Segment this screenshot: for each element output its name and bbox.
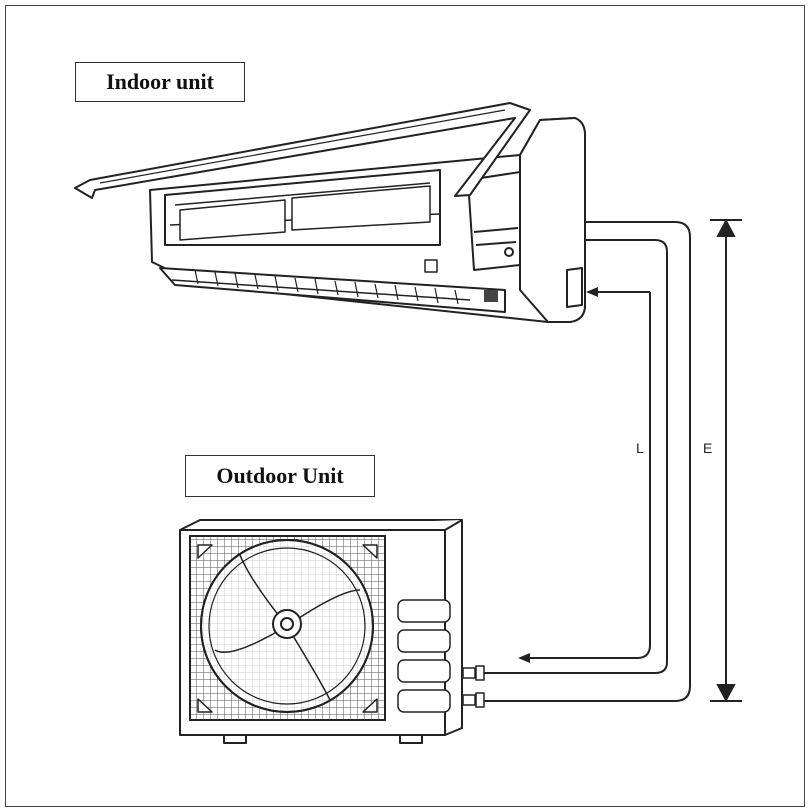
outdoor-unit	[179, 519, 485, 744]
dimension-e-label: E	[703, 440, 712, 456]
outdoor-unit-label: Outdoor Unit	[185, 455, 375, 497]
indoor-unit	[74, 102, 586, 323]
indoor-unit-label: Indoor unit	[75, 62, 245, 102]
refrigerant-piping	[484, 221, 691, 702]
dimension-l-label: L	[636, 440, 644, 456]
dimension-e	[710, 218, 742, 703]
